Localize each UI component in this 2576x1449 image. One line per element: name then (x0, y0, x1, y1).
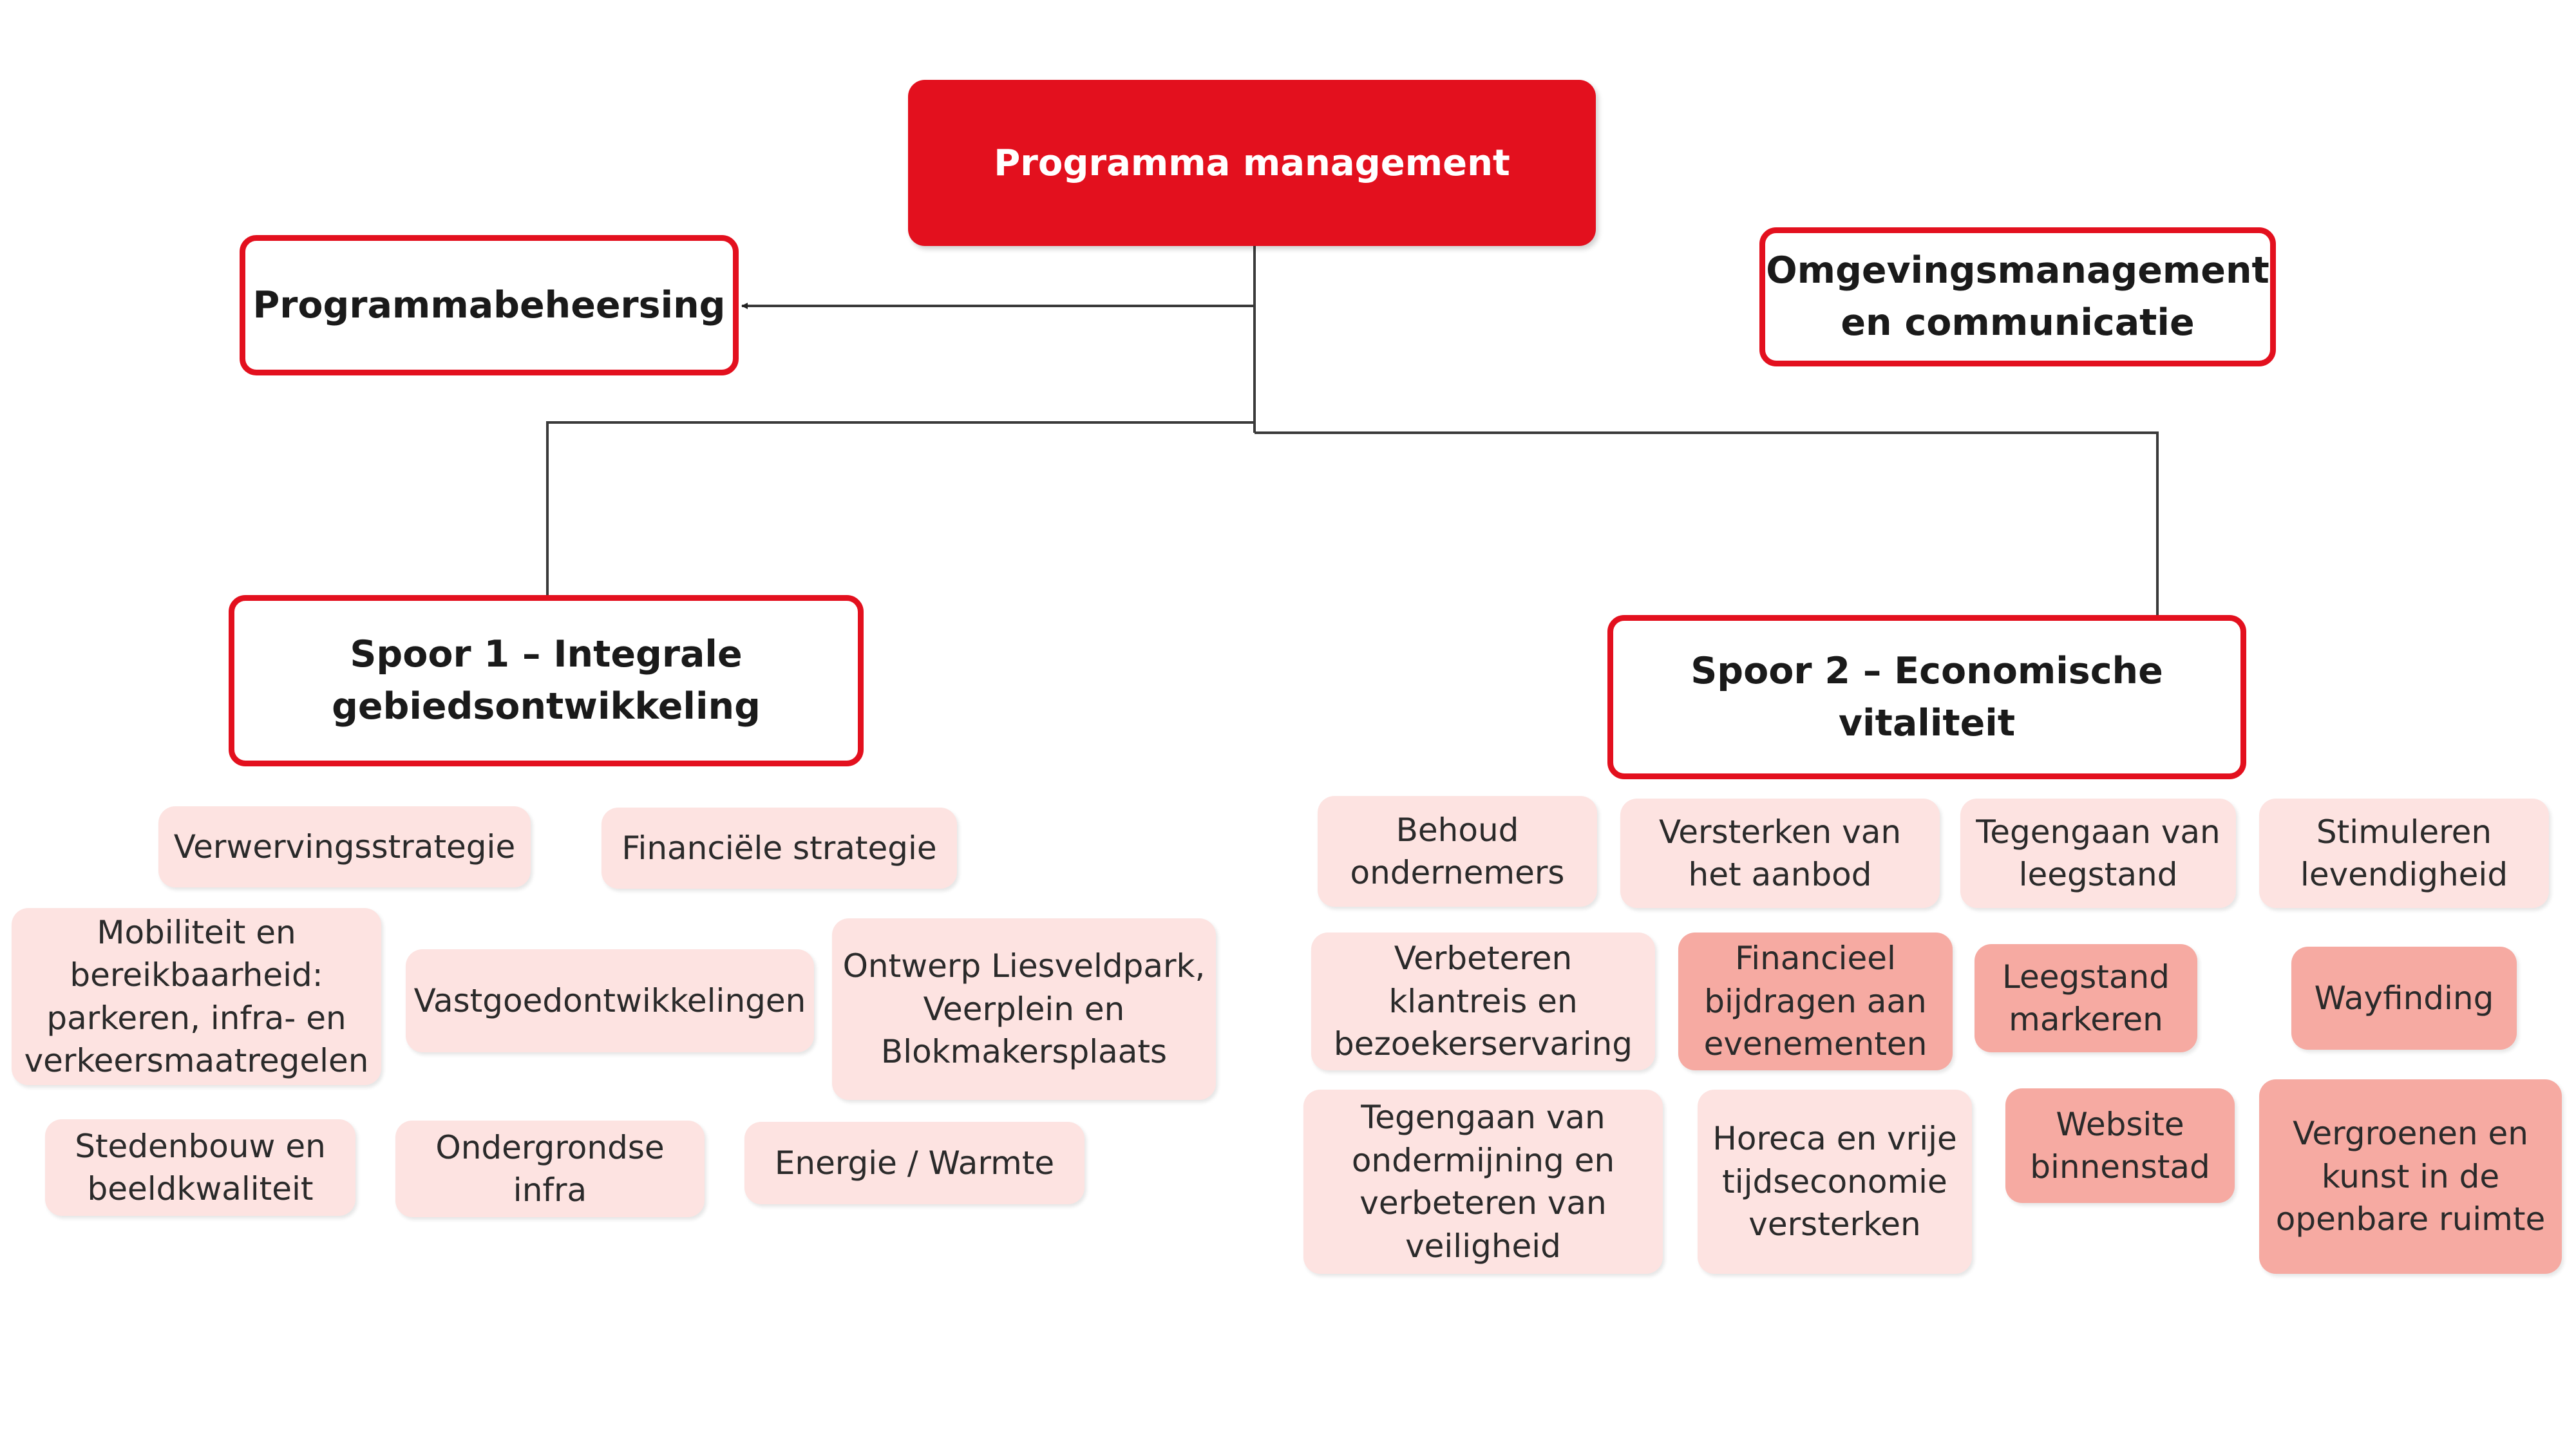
spoor2-item-label: Tegengaan van leegstand (1976, 813, 2221, 894)
spoor2-item-label: Website binnenstad (2030, 1105, 2210, 1186)
spoor1-item-financiele-strategie: Financiële strategie (601, 808, 957, 889)
spoor2-item-label: Stimuleren levendigheid (2300, 813, 2508, 894)
connector-to-spoor2 (1255, 431, 2159, 615)
spoor2-item-horeca-vrije-tijd: Horeca en vrije tijdseconomie versterken (1698, 1090, 1972, 1274)
spoor2-label: Spoor 2 – Economische vitaliteit (1690, 649, 2163, 744)
omgevingsmanagement-box: Omgevingsmanagement en communicatie (1759, 227, 2276, 366)
spoor1-item-label: Ondergrondse infra (435, 1128, 665, 1209)
spoor2-item-behoud-ondernemers: Behoud ondernemers (1318, 796, 1597, 907)
spoor2-item-label: Financieel bijdragen aan evenementen (1703, 940, 1927, 1063)
spoor1-item-label: Energie / Warmte (774, 1144, 1055, 1182)
spoor1-item-label: Financiële strategie (621, 829, 937, 867)
spoor1-item-label: Vastgoedontwikkelingen (413, 981, 806, 1019)
spoor2-item-label: Horeca en vrije tijdseconomie versterken (1712, 1120, 1957, 1244)
spoor1-item-label: Verwervingsstrategie (173, 828, 516, 866)
spoor1-item-stedenbouw: Stedenbouw en beeldkwaliteit (45, 1119, 355, 1216)
connector-to-spoor1 (546, 421, 1255, 595)
spoor2-item-label: Wayfinding (2314, 979, 2494, 1017)
spoor1-item-ontwerp-liesveldpark: Ontwerp Liesveldpark, Veerplein en Blokm… (832, 918, 1216, 1100)
spoor2-item-tegengaan-leegstand: Tegengaan van leegstand (1960, 799, 2236, 908)
spoor2-item-label: Tegengaan van ondermijning en verbeteren… (1351, 1099, 1615, 1265)
spoor1-item-label: Mobiliteit en bereikbaarheid: parkeren, … (24, 913, 369, 1080)
spoor1-box: Spoor 1 – Integrale gebiedsontwikkeling (229, 595, 864, 766)
spoor2-item-versterken-aanbod: Versterken van het aanbod (1620, 799, 1940, 908)
spoor2-item-label: Verbeteren klantreis en bezoekerservarin… (1333, 940, 1633, 1063)
spoor2-item-leegstand-markeren: Leegstand markeren (1975, 944, 2197, 1052)
spoor1-item-ondergrondse-infra: Ondergrondse infra (395, 1121, 705, 1217)
programma-management-label: Programma management (994, 142, 1510, 184)
spoor2-item-ondermijning-veiligheid: Tegengaan van ondermijning en verbeteren… (1303, 1090, 1663, 1274)
spoor1-item-vastgoedontwikkelingen: Vastgoedontwikkelingen (406, 949, 814, 1052)
spoor2-item-wayfinding: Wayfinding (2291, 947, 2517, 1050)
programma-management-box: Programma management (908, 80, 1596, 246)
spoor2-item-verbeteren-klantreis: Verbeteren klantreis en bezoekerservarin… (1311, 933, 1655, 1070)
omgevingsmanagement-label: Omgevingsmanagement en communicatie (1766, 249, 2269, 344)
spoor1-item-label: Stedenbouw en beeldkwaliteit (75, 1127, 326, 1208)
spoor2-item-website-binnenstad: Website binnenstad (2005, 1088, 2235, 1203)
programmabeheersing-box: Programmabeheersing (240, 235, 739, 375)
spoor2-box: Spoor 2 – Economische vitaliteit (1607, 615, 2246, 779)
spoor2-item-vergroenen-kunst: Vergroenen en kunst in de openbare ruimt… (2259, 1079, 2562, 1274)
spoor1-label: Spoor 1 – Integrale gebiedsontwikkeling (332, 633, 761, 728)
spoor2-item-label: Vergroenen en kunst in de openbare ruimt… (2275, 1115, 2546, 1238)
spoor2-item-stimuleren-levendigheid: Stimuleren levendigheid (2259, 799, 2549, 908)
programmabeheersing-label: Programmabeheersing (252, 283, 726, 327)
spoor1-item-energie-warmte: Energie / Warmte (744, 1122, 1084, 1204)
spoor1-item-mobiliteit: Mobiliteit en bereikbaarheid: parkeren, … (12, 908, 381, 1085)
spoor2-item-label: Versterken van het aanbod (1658, 813, 1902, 894)
spoor2-item-label: Leegstand markeren (2002, 958, 2170, 1039)
spoor1-item-verwervingsstrategie: Verwervingsstrategie (158, 806, 531, 887)
spoor2-item-financieel-evenementen: Financieel bijdragen aan evenementen (1678, 933, 1953, 1070)
spoor2-item-label: Behoud ondernemers (1350, 811, 1565, 892)
spoor1-item-label: Ontwerp Liesveldpark, Veerplein en Blokm… (842, 947, 1206, 1071)
